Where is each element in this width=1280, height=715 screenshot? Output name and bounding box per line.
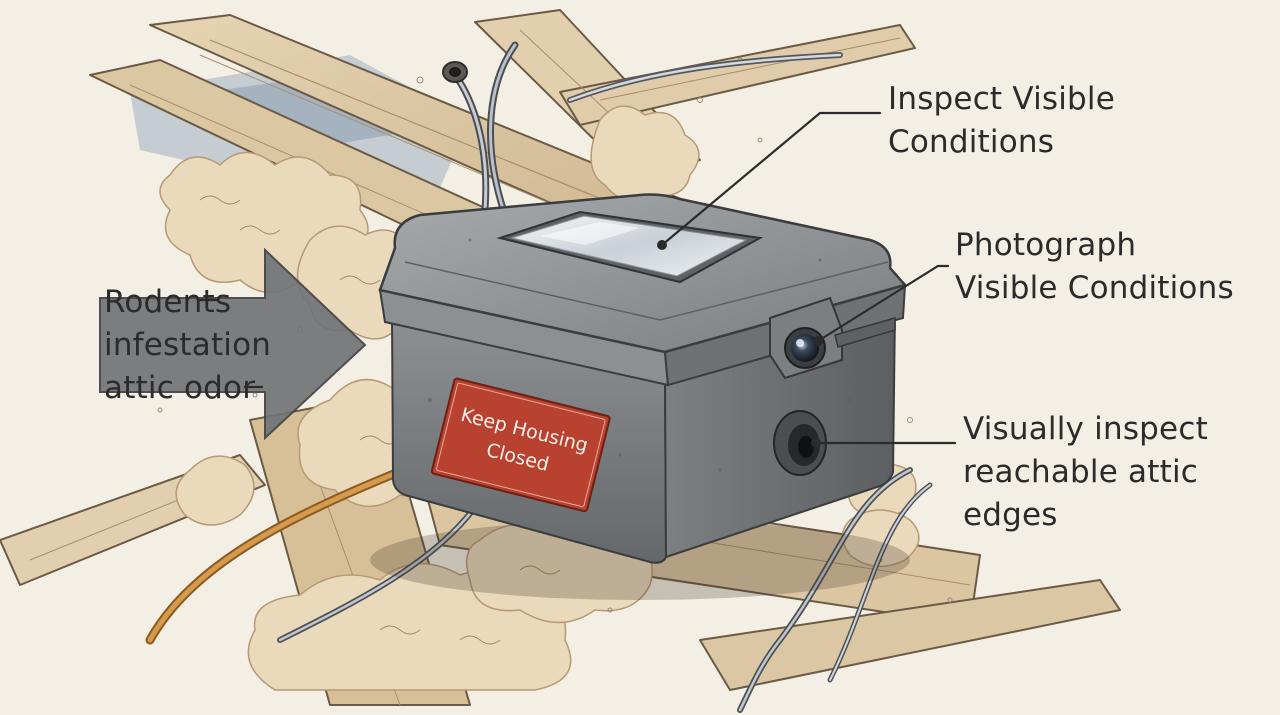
callout-photograph: Photograph Visible Conditions <box>955 224 1234 310</box>
callout-photograph-line-1: Photograph <box>955 227 1137 263</box>
callout-photograph-line-2: Visible Conditions <box>955 270 1234 306</box>
callout-rodents-line-3: attic odor <box>104 370 256 406</box>
callout-rodents-line-2: infestation <box>104 327 272 363</box>
leader-inspect <box>660 111 882 247</box>
warning-sticker: Keep Housing Closed <box>430 377 611 513</box>
monitoring-housing: Keep Housing Closed <box>370 193 910 600</box>
insulation-texture <box>199 195 561 645</box>
callout-rodents: Rodents infestation attic odor <box>104 281 271 410</box>
leader-lines <box>196 111 957 448</box>
callout-visual-inspect: Visually inspect reachable attic edges <box>963 408 1208 537</box>
callout-rodents-line-1: Rodents <box>104 284 232 320</box>
cable-grommet <box>442 61 468 83</box>
callout-visual-line-3: edges <box>963 497 1058 533</box>
callout-inspect: Inspect Visible Conditions <box>888 78 1115 164</box>
leader-photograph <box>816 264 950 343</box>
callout-inspect-line-2: Conditions <box>888 124 1055 160</box>
direction-arrow <box>99 247 367 441</box>
callout-visual-line-1: Visually inspect <box>963 411 1208 447</box>
callout-visual-line-2: reachable attic <box>963 454 1199 490</box>
callout-inspect-line-1: Inspect Visible <box>888 81 1116 117</box>
